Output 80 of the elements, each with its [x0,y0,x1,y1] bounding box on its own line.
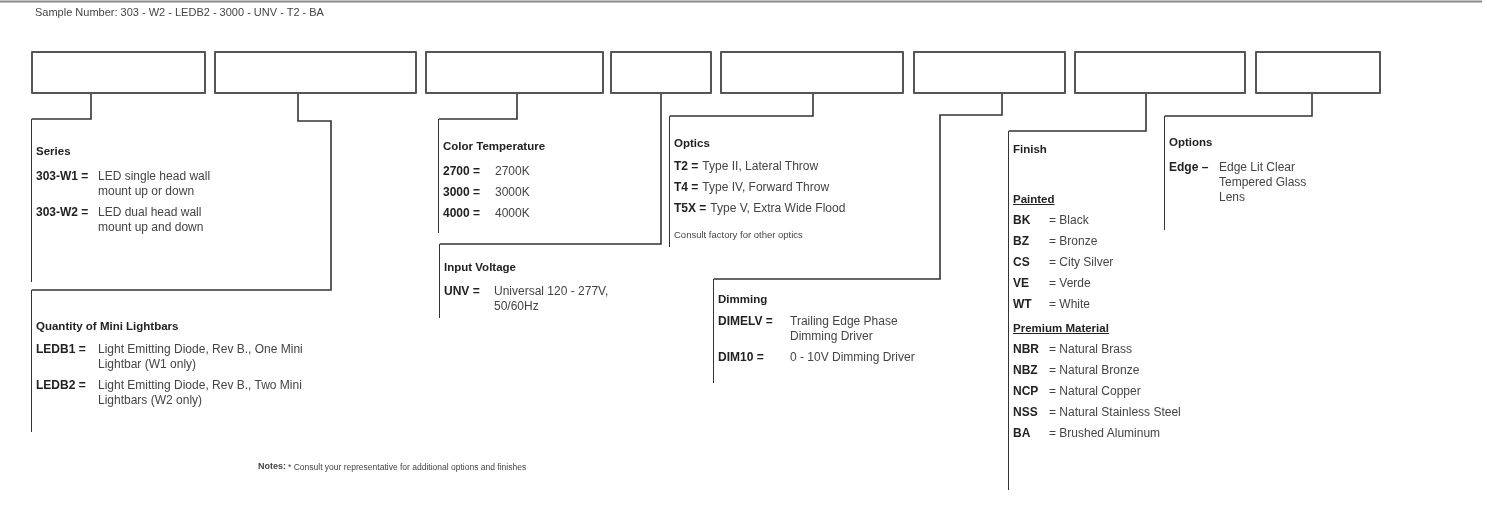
code-entry-box [1255,51,1381,94]
section-heading: Quantity of Mini Lightbars [36,319,179,334]
option-description: = Natural Brass [1049,342,1133,357]
code-entry-box [1074,51,1246,94]
option-code: Edge – [1169,160,1210,175]
option-code: 303-W2 = [36,205,90,220]
option-description: 0 - 10V Dimming Driver [790,350,915,365]
leader-line [669,93,814,117]
code-entry-box [610,51,712,94]
section-heading: Finish [1013,142,1047,157]
option-code: T5X = [674,201,707,216]
option-code: VE [1013,276,1030,291]
option-description: Universal 120 - 277V, 50/60Hz [494,284,610,314]
leader-line [1008,93,1147,132]
option-description: = Natural Stainless Steel [1049,405,1181,420]
option-description: = Natural Copper [1049,384,1141,399]
option-description: Type II, Lateral Throw [702,159,819,174]
option-group [669,116,846,247]
option-code: UNV = [444,284,481,299]
option-code: LEDB1 = [36,342,87,357]
option-description: = City Silver [1049,255,1114,270]
option-code: NCP [1013,384,1040,399]
note-text: Consult factory for other optics [674,228,803,241]
option-code: DIMELV = [718,314,774,329]
option-description: Edge Lit Clear Tempered Glass Lens [1219,160,1308,205]
option-code: LEDB2 = [36,378,87,393]
option-code: BA [1013,426,1032,441]
option-code: T2 = [674,159,699,174]
sample-number-text: Sample Number: 303 - W2 - LEDB2 - 3000 - UNV - T2 - BA [35,6,324,18]
option-code: 3000 = [443,185,482,200]
code-entry-box [425,51,604,94]
option-code: CS [1013,255,1031,270]
option-description: = White [1049,297,1090,312]
option-code: NSS [1013,405,1039,420]
code-entry-box [720,51,904,94]
leader-line [713,93,1003,280]
option-code: 303-W1 = [36,169,90,184]
subsection-heading: Premium Material [1013,321,1109,336]
code-entry-box [913,51,1066,94]
section-heading: Input Voltage [444,260,516,275]
leader-line [439,93,662,245]
option-description: Light Emitting Diode, Rev B., Two Mini Lightbars (W2 only) [98,378,303,408]
option-description: = Verde [1049,276,1091,291]
option-description: 3000K [495,185,530,200]
option-description: 4000K [495,206,530,221]
option-group [438,119,546,233]
option-code: NBR [1013,342,1040,357]
leader-line [438,93,518,120]
note-text: * Consult your representative for additional options and finishes [288,462,527,472]
section-heading: Dimming [718,292,768,307]
option-description: = Black [1049,213,1089,228]
section-heading: Options [1169,135,1213,150]
notes-heading: Notes: [258,461,286,471]
option-description: LED dual head wall mount up and down [98,205,205,235]
option-code: T4 = [674,180,699,195]
option-code: NBZ [1013,363,1039,378]
leader-line [31,93,332,291]
leader-line [1164,93,1313,117]
option-description: = Natural Bronze [1049,363,1140,378]
option-description: LED single head wall mount up or down [98,169,212,199]
option-description: = Bronze [1049,234,1098,249]
leader-line [31,93,92,120]
option-code: 4000 = [443,206,482,221]
option-description: = Brushed Aluminum [1049,426,1161,441]
section-heading: Optics [674,136,710,151]
option-code: BK [1013,213,1032,228]
subsection-heading: Painted [1013,192,1055,207]
option-description: Light Emitting Diode, Rev B., One Mini Lightbar (W1 only) [98,342,304,372]
option-code: DIM10 = [718,350,765,365]
code-entry-box [31,51,206,94]
code-entry-box [214,51,417,94]
section-heading: Color Temperature [443,139,546,154]
option-description: Type IV, Forward Throw [702,180,830,195]
option-code: 2700 = [443,164,482,179]
option-description: Type V, Extra Wide Flood [710,201,846,216]
option-description: 2700K [495,164,530,179]
option-description: Trailing Edge Phase Dimming Driver [790,314,899,344]
section-heading: Series [36,144,71,159]
option-code: BZ [1013,234,1030,249]
option-code: WT [1013,297,1033,312]
